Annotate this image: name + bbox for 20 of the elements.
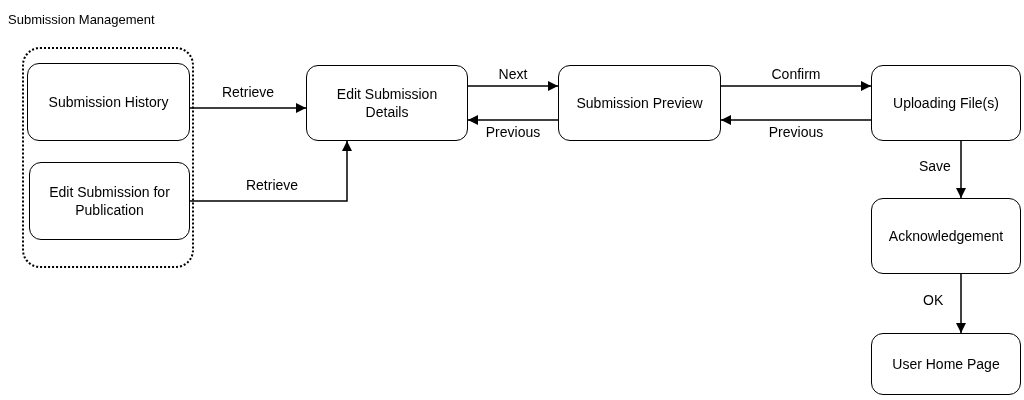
process-box: Submission History [27,63,190,141]
arrow [467,115,559,125]
group-title: Submission Management [8,11,155,29]
process-box: Uploading File(s) [871,65,1021,141]
process-box: User Home Page [871,333,1021,395]
edge-label: Previous [766,124,826,140]
arrow [467,81,559,91]
arrow [956,140,966,199]
edge-label: Confirm [769,66,823,82]
process-box: Edit Submission Details [306,65,468,141]
arrow [956,273,966,334]
arrow [720,81,872,91]
process-box: Edit Submission for Publication [29,162,190,240]
process-box: Submission Preview [558,65,721,141]
edge-label: Previous [483,124,543,140]
arrow [720,115,872,125]
process-box: Acknowledgement [871,198,1021,274]
edge-label: Next [496,66,530,82]
arrow [189,103,307,113]
arrow [189,140,352,202]
